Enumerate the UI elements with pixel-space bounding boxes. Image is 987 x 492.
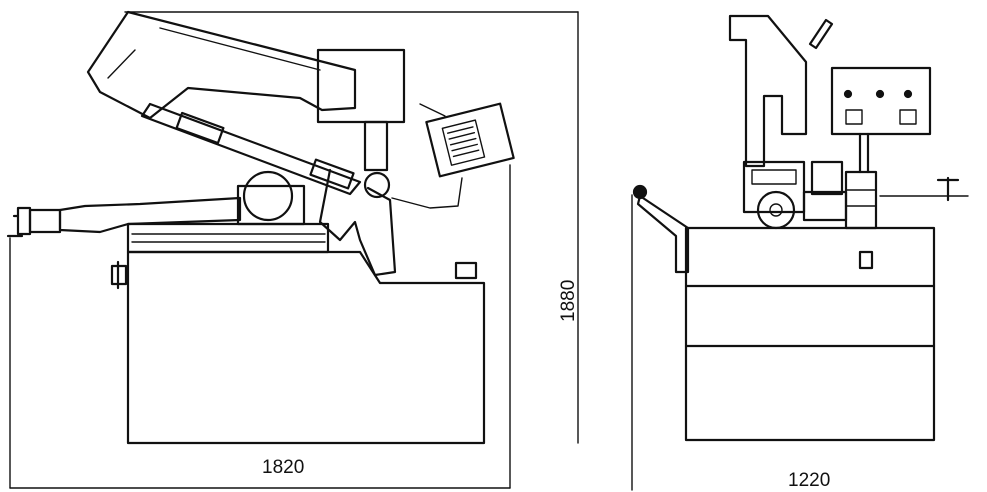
side-vise-wheel (242, 170, 294, 222)
side-dimension-frame (9, 11, 579, 489)
side-width-label: 1820 (262, 457, 304, 478)
front-vise-block (810, 160, 844, 196)
front-saw-frame (728, 14, 808, 168)
side-base-cabinet (126, 250, 486, 445)
side-roller-end (28, 208, 62, 234)
side-work-table (126, 222, 330, 254)
side-cabinet-knob (454, 261, 478, 280)
side-vise-base (236, 184, 306, 226)
side-pivot (363, 171, 391, 199)
front-roller-arm (636, 194, 690, 274)
front-cabinet (684, 226, 936, 442)
side-height-label: 1880 (558, 280, 579, 322)
front-blade-wheel (756, 190, 796, 230)
side-blade-guide (140, 102, 362, 196)
front-cabinet-handle (858, 250, 874, 270)
side-view: 1820 1880 (6, 10, 579, 489)
side-saw-bow (86, 10, 357, 120)
front-gear-block (844, 170, 878, 230)
front-roller-end (632, 184, 648, 200)
front-head-housing (742, 160, 806, 214)
front-saw-handle (808, 18, 834, 50)
front-control-panel (830, 66, 932, 174)
side-gear-column (363, 120, 389, 172)
side-gearbox (316, 48, 406, 124)
front-view: 1220 (631, 14, 969, 491)
front-width-label: 1220 (788, 470, 830, 491)
side-control-panel (425, 102, 515, 178)
side-roller-arm (58, 196, 242, 234)
side-support-column (318, 168, 397, 277)
